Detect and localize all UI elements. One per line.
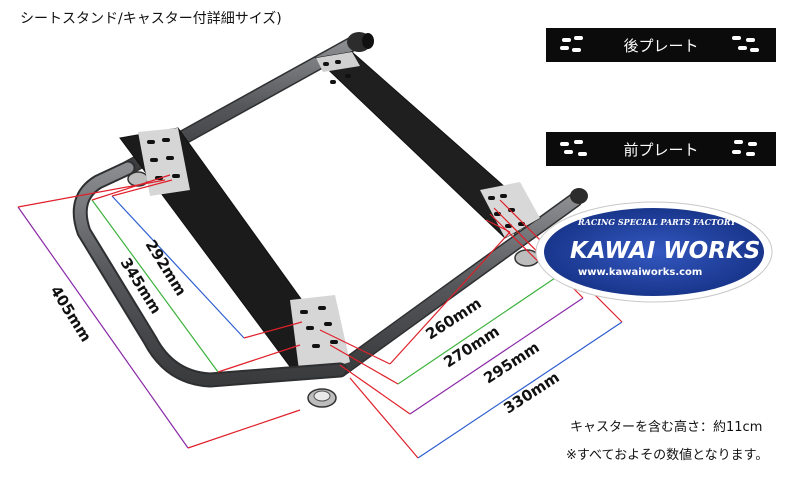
front-plate-hole-pattern-right-icon (732, 140, 757, 156)
front-plate-hole-pattern-left-icon (560, 140, 587, 156)
front-handle-tube (72, 160, 348, 388)
caster-height-note: キャスターを含む高さ：約11cm (570, 420, 763, 435)
page-title: シートスタンド/キャスター付詳細サイズ) (20, 11, 282, 27)
kawai-works-logo: RACING SPECIAL PARTS FACTORY KAWAI WORKS… (535, 201, 773, 303)
logo-tagline: RACING SPECIAL PARTS FACTORY (577, 217, 737, 227)
rear-plate-hole-pattern-left-icon (560, 36, 583, 52)
rear-plate-label: 後プレート (546, 28, 776, 62)
front-plate-label: 前プレート (546, 132, 776, 166)
rear-plate-text: 後プレート (623, 36, 699, 55)
dimension-405: 405mm (47, 283, 95, 346)
rear-plate (314, 51, 541, 239)
left-dimension-lines (17, 174, 303, 449)
logo-name: KAWAI WORKS (570, 238, 760, 264)
front-plate (119, 127, 350, 381)
approximate-values-note: ※すべておよその数値となります。 (566, 448, 769, 463)
dimension-330: 330mm (500, 368, 562, 417)
front-plate-text: 前プレート (623, 140, 699, 159)
rear-plate-hole-pattern-right-icon (732, 36, 759, 52)
logo-url: www.kawaiworks.com (578, 267, 702, 278)
right-rail (332, 188, 588, 378)
